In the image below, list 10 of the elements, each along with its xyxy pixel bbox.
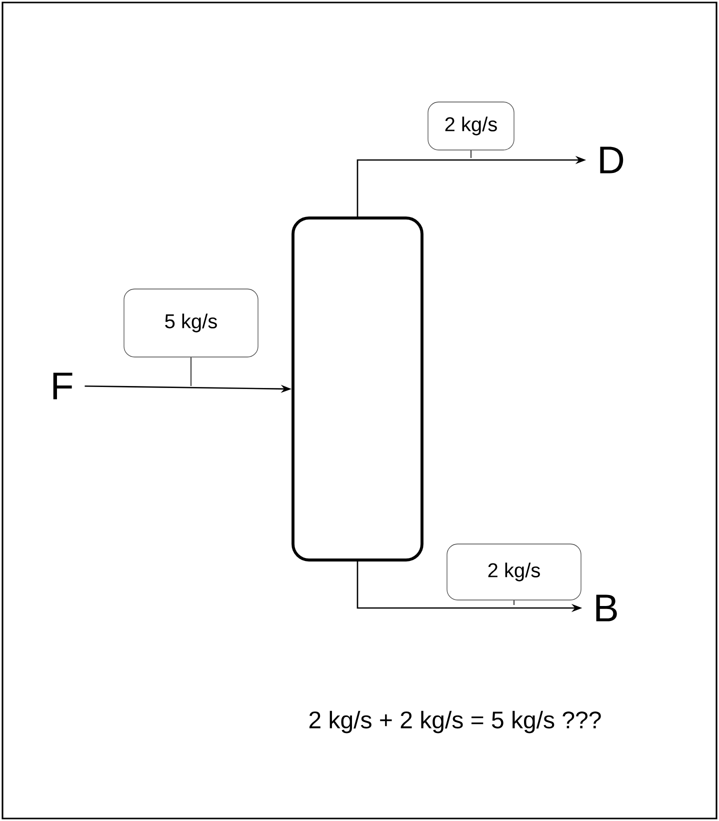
leader-line <box>470 150 472 158</box>
stream-letter: F <box>53 372 72 400</box>
leader-line <box>190 356 192 386</box>
stream-letter: B <box>596 594 617 622</box>
flow-rate-box: 5 kg/s <box>124 288 258 358</box>
flow-rate-box: 2 kg/s <box>428 102 514 150</box>
stream-letter: D <box>600 146 624 174</box>
equation-text: 2 kg/s + 2 kg/s = 5 kg/s ??? <box>309 710 601 734</box>
column-vessel <box>292 216 424 562</box>
flow-rate-box: 2 kg/s <box>446 544 582 600</box>
